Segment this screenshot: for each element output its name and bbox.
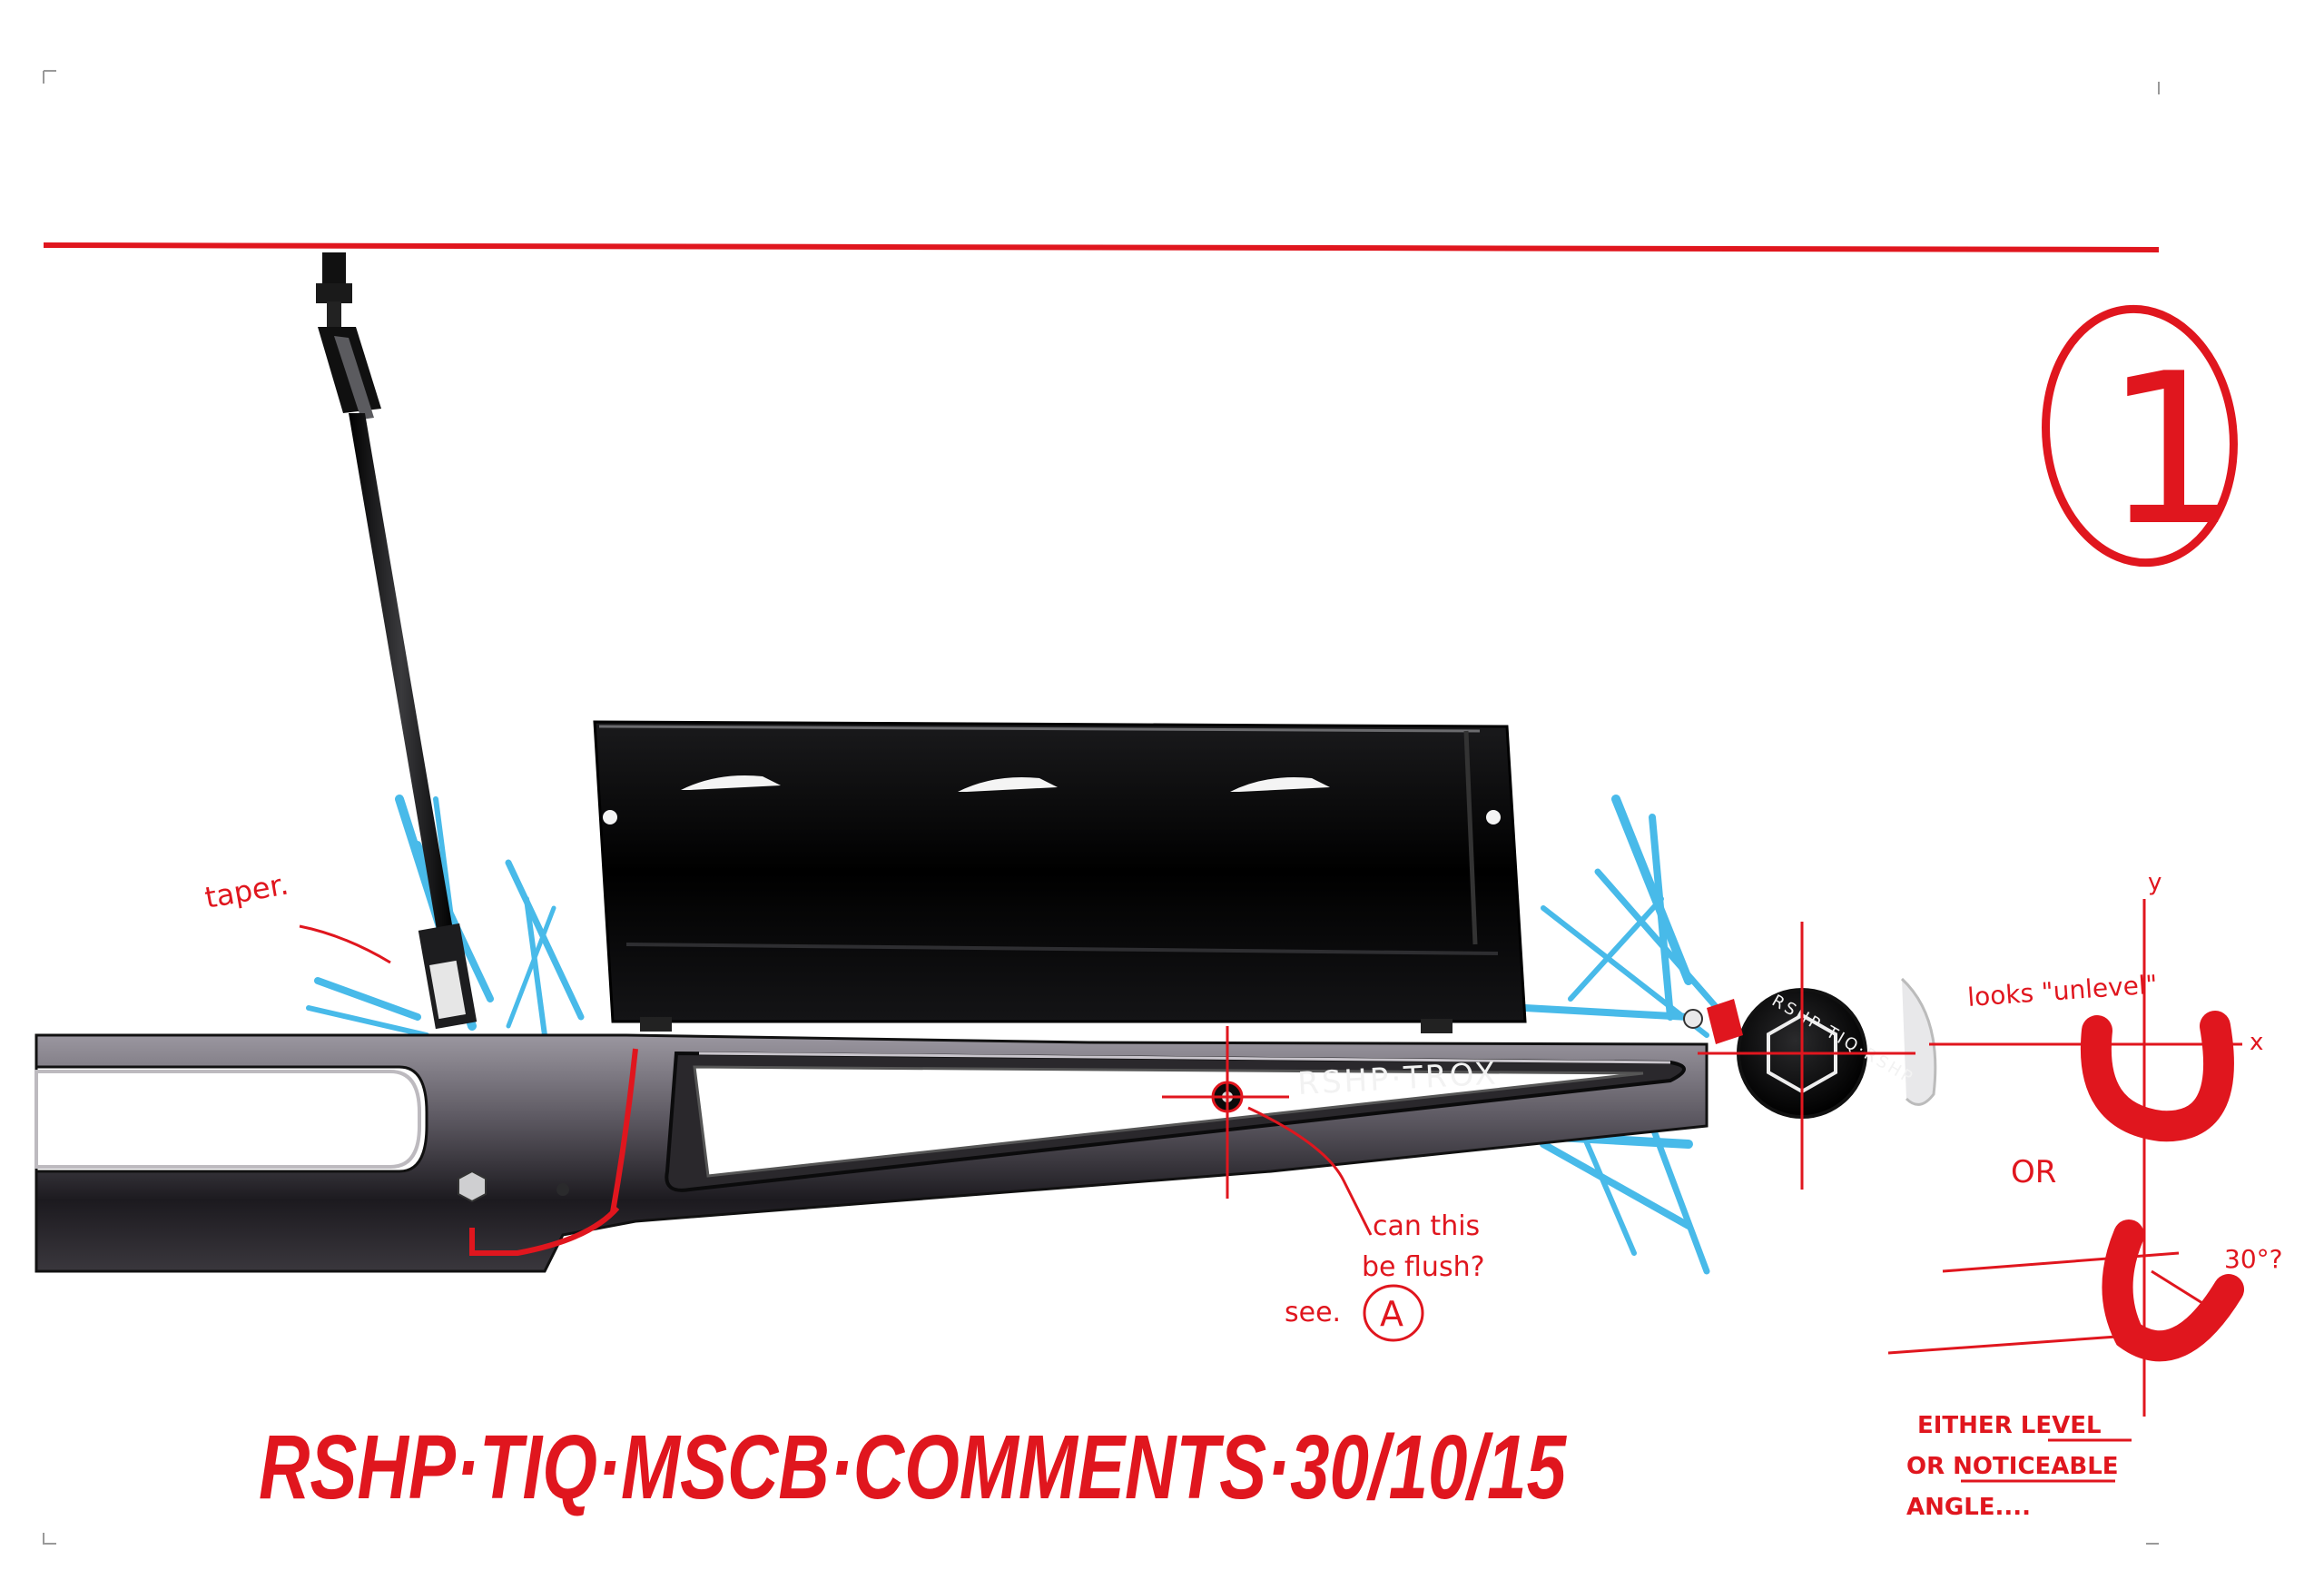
flush-note-line1: can this <box>1373 1210 1480 1242</box>
either-note-line2: OR NOTICEABLE <box>1906 1453 2119 1480</box>
angle-note: 30°? <box>2224 1244 2283 1274</box>
see-note: see. <box>1285 1297 1341 1328</box>
footer-title: RSHP·TIQ·MSCB·COMMENTS·30/10/15 <box>259 1417 1567 1518</box>
profile-sketch-level <box>2080 1011 2234 1142</box>
see-ref: A <box>1380 1294 1403 1334</box>
profile-sketch-angled <box>2102 1219 2244 1362</box>
looks-unlevel-note: looks "unlevel" <box>1966 969 2158 1012</box>
axis-x-label: x <box>2250 1029 2263 1056</box>
bracket-arm: RSHP·TROX <box>34 1033 1709 1273</box>
either-underlines <box>1961 1438 2132 1483</box>
tray <box>593 720 1527 1033</box>
suspension-rod <box>316 252 487 1082</box>
construction-lines <box>1162 899 2242 1417</box>
ceiling-line <box>43 242 2160 252</box>
crop-marks <box>43 70 2160 1545</box>
leader-lines <box>299 924 1373 1236</box>
either-note-line3: ANGLE.... <box>1906 1494 2031 1521</box>
sheet-number: 1 <box>2104 330 2237 572</box>
taper-note: taper. <box>202 866 291 914</box>
flush-note-line2: be flush? <box>1362 1251 1485 1283</box>
axis-y-label: y <box>2148 869 2162 896</box>
pivot-hub: RSHP·TIQ·RSHP <box>1683 977 1937 1119</box>
sheet-number-circle: 1 <box>2042 304 2238 572</box>
or-note: OR <box>2011 1154 2056 1190</box>
see-ref-circle <box>1363 1284 1424 1342</box>
either-note-line1: EITHER LEVEL <box>1917 1412 2102 1439</box>
